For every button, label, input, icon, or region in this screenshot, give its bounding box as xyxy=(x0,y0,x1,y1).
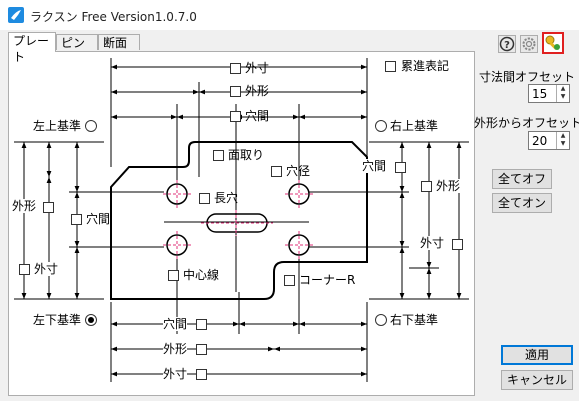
center-line-label: 中心線 xyxy=(183,268,220,282)
right-shape-checkbox[interactable] xyxy=(421,181,432,192)
bottom-right-ref-label: 右下基準 xyxy=(390,313,439,327)
stepper-down-icon[interactable]: ▼ xyxy=(560,93,566,100)
right-hole-checkbox[interactable] xyxy=(395,162,406,173)
stepper-up-icon[interactable]: ▲ xyxy=(560,132,566,139)
shape-bottom-label: 外形 xyxy=(163,342,188,356)
hole-bottom-checkbox[interactable] xyxy=(196,319,207,330)
license-key-button[interactable] xyxy=(542,32,564,54)
cumulative-label: 累進表記 xyxy=(401,59,450,73)
stepper-down-icon[interactable]: ▼ xyxy=(560,140,566,147)
chamfer-checkbox[interactable] xyxy=(213,150,224,161)
outer-bottom-label: 外寸 xyxy=(163,367,188,381)
tab-plate[interactable]: プレート xyxy=(8,32,56,64)
plate-settings-panel: 外寸 外形 穴間 累進表記 左上基準 右上基準 左下基準 右下基準 面取り 穴径… xyxy=(8,51,475,396)
shape-top-label: 外形 xyxy=(245,84,270,98)
svg-text:?: ? xyxy=(504,40,510,51)
hole-bottom-label: 穴間 xyxy=(163,317,188,331)
all-on-button[interactable]: 全てオン xyxy=(492,193,552,213)
window-title: ラクスン Free Version1.0.7.0 xyxy=(30,10,197,24)
shape-offset-label: 外形からオフセット xyxy=(474,116,579,130)
tab-section[interactable]: 断面 xyxy=(98,34,140,50)
cancel-button[interactable]: キャンセル xyxy=(501,370,573,390)
shape-offset-value: 20 xyxy=(532,134,548,148)
left-shape-checkbox[interactable] xyxy=(43,202,54,213)
top-left-ref-radio[interactable] xyxy=(85,120,97,132)
right-shape-label: 外形 xyxy=(436,179,461,193)
hole-top-label: 穴間 xyxy=(245,109,270,123)
corner-r-label: コーナーR xyxy=(299,273,356,287)
settings-button[interactable] xyxy=(520,35,538,53)
help-button[interactable]: ? xyxy=(498,35,516,53)
dim-offset-value: 15 xyxy=(532,87,548,101)
right-hole-label: 穴間 xyxy=(362,159,387,173)
outer-top-checkbox[interactable] xyxy=(230,63,241,74)
cumulative-checkbox[interactable] xyxy=(385,61,396,72)
hole-diameter-label: 穴径 xyxy=(286,164,311,178)
corner-r-checkbox[interactable] xyxy=(284,275,295,286)
left-shape-label: 外形 xyxy=(12,199,37,213)
outer-bottom-checkbox[interactable] xyxy=(196,369,207,380)
slot-checkbox[interactable] xyxy=(199,193,210,204)
left-outer-checkbox[interactable] xyxy=(19,264,30,275)
app-logo-icon xyxy=(8,7,24,23)
shape-offset-stepper[interactable]: 20 ▲ ▼ xyxy=(528,131,570,150)
hole-top-checkbox[interactable] xyxy=(230,111,241,122)
hole-diameter-checkbox[interactable] xyxy=(271,166,282,177)
apply-button[interactable]: 適用 xyxy=(501,345,573,365)
slot-label: 長穴 xyxy=(214,191,239,205)
top-right-ref-radio[interactable] xyxy=(375,120,387,132)
top-right-ref-label: 右上基準 xyxy=(390,119,439,133)
settings-gear-icon xyxy=(522,37,536,51)
left-outer-label: 外寸 xyxy=(34,262,59,276)
all-off-button[interactable]: 全てオフ xyxy=(492,169,552,189)
outer-top-label: 外寸 xyxy=(245,61,270,75)
left-hole-label: 穴間 xyxy=(86,212,111,226)
bottom-left-ref-radio[interactable] xyxy=(85,314,97,326)
key-icon xyxy=(545,35,560,50)
dim-offset-stepper[interactable]: 15 ▲ ▼ xyxy=(528,84,570,103)
bottom-left-ref-label: 左下基準 xyxy=(33,313,82,327)
title-bar: ラクスン Free Version1.0.7.0 xyxy=(0,0,579,30)
right-outer-label: 外寸 xyxy=(420,236,445,250)
center-line-checkbox[interactable] xyxy=(168,270,179,281)
dim-offset-label: 寸法間オフセット xyxy=(479,70,576,84)
help-icon: ? xyxy=(499,36,515,52)
chamfer-label: 面取り xyxy=(228,148,265,162)
shape-bottom-checkbox[interactable] xyxy=(196,344,207,355)
stepper-up-icon[interactable]: ▲ xyxy=(560,85,566,92)
right-outer-checkbox[interactable] xyxy=(452,239,463,250)
tab-pin[interactable]: ピン xyxy=(56,34,98,50)
left-hole-checkbox[interactable] xyxy=(71,214,82,225)
shape-top-checkbox[interactable] xyxy=(230,86,241,97)
bottom-right-ref-radio[interactable] xyxy=(375,314,387,326)
top-left-ref-label: 左上基準 xyxy=(33,119,82,133)
